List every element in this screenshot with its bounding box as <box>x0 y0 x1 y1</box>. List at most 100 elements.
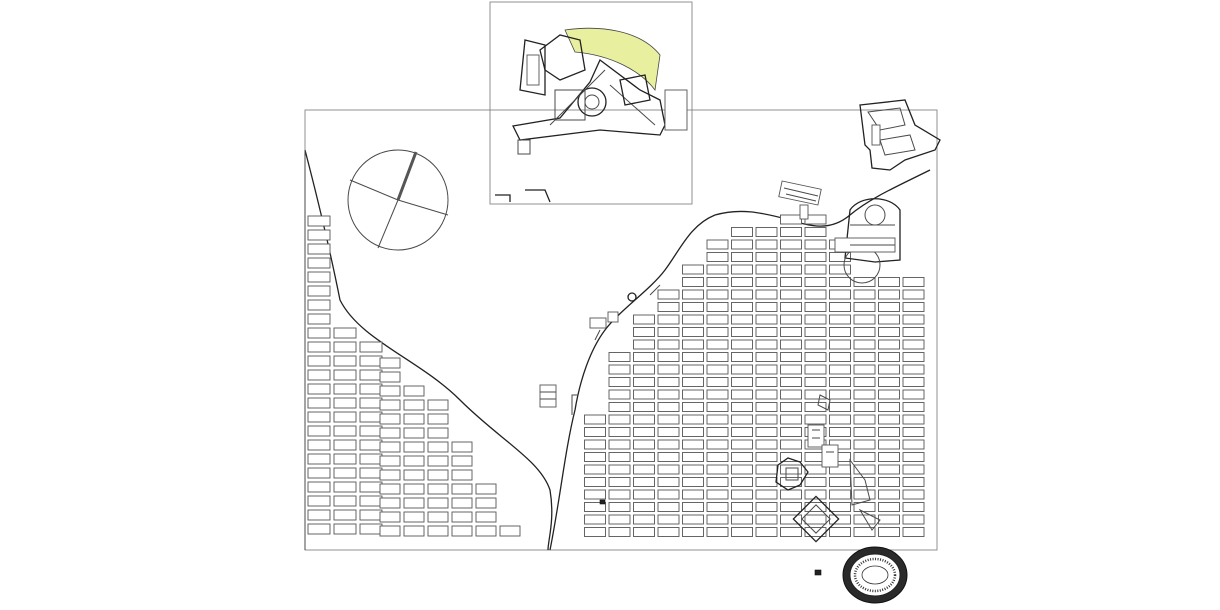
city-block <box>878 314 900 325</box>
city-block <box>403 441 425 453</box>
city-block <box>657 489 680 500</box>
city-block <box>608 414 631 425</box>
city-block <box>731 389 753 400</box>
city-block <box>682 314 704 325</box>
city-block <box>829 364 851 375</box>
city-block <box>804 489 827 500</box>
city-block <box>706 527 729 537</box>
city-block <box>633 489 655 500</box>
harbour-buildings <box>539 292 637 408</box>
city-block <box>731 264 753 275</box>
city-block <box>584 514 606 525</box>
city-block <box>307 369 331 381</box>
city-block <box>608 352 631 362</box>
city-block <box>755 277 778 287</box>
city-block <box>755 477 778 487</box>
city-block <box>780 414 802 425</box>
city-block <box>902 327 925 337</box>
city-block <box>657 364 680 375</box>
city-block <box>584 439 606 450</box>
city-block <box>902 502 925 512</box>
city-block <box>657 464 680 475</box>
city-block <box>706 514 729 525</box>
city-block <box>706 464 729 475</box>
city-block <box>804 402 827 412</box>
city-block <box>427 427 449 439</box>
city-block <box>804 227 827 237</box>
city-block <box>379 511 401 523</box>
city-block <box>780 452 802 462</box>
city-block <box>451 511 473 523</box>
city-block <box>878 414 900 425</box>
city-block <box>608 514 631 525</box>
city-block <box>307 285 331 297</box>
city-block <box>853 452 876 462</box>
city-block <box>333 411 357 423</box>
city-block <box>706 289 729 300</box>
city-block <box>706 452 729 462</box>
city-block <box>633 389 655 400</box>
city-block <box>403 427 425 439</box>
city-block <box>731 527 753 537</box>
city-block <box>706 502 729 512</box>
city-block <box>359 453 383 465</box>
city-block <box>878 464 900 475</box>
city-block <box>333 425 357 437</box>
city-block <box>878 452 900 462</box>
city-block <box>307 327 331 339</box>
city-block <box>584 414 606 425</box>
city-block <box>902 314 925 325</box>
city-block <box>403 413 425 425</box>
city-block <box>804 464 827 475</box>
city-block <box>307 229 331 241</box>
city-block <box>682 364 704 375</box>
city-block <box>780 264 802 275</box>
city-block <box>359 495 383 507</box>
city-block <box>878 389 900 400</box>
city-block <box>780 252 802 262</box>
city-block <box>804 477 827 487</box>
city-block <box>878 352 900 362</box>
city-block <box>359 509 383 521</box>
city-block <box>755 502 778 512</box>
city-block <box>853 502 876 512</box>
city-block <box>731 414 753 425</box>
city-block <box>403 385 425 397</box>
city-block <box>706 239 729 250</box>
city-block <box>804 252 827 262</box>
city-block <box>499 525 521 537</box>
city-block <box>755 314 778 325</box>
city-block <box>307 453 331 465</box>
city-block <box>902 414 925 425</box>
city-block <box>902 439 925 450</box>
city-block <box>731 477 753 487</box>
city-block <box>682 427 704 437</box>
small-markers <box>599 499 822 576</box>
city-block <box>780 277 802 287</box>
city-block <box>731 489 753 500</box>
city-block <box>379 483 401 495</box>
city-block <box>706 277 729 287</box>
city-block <box>755 414 778 425</box>
city-block <box>804 377 827 387</box>
city-block <box>731 439 753 450</box>
city-block <box>706 477 729 487</box>
city-block <box>731 239 753 250</box>
city-block <box>333 467 357 479</box>
city-block <box>359 355 383 367</box>
city-block <box>451 441 473 453</box>
city-block <box>780 214 802 225</box>
city-block <box>682 439 704 450</box>
city-block <box>829 502 851 512</box>
city-block <box>427 525 449 537</box>
city-block <box>780 289 802 300</box>
city-block <box>878 402 900 412</box>
city-block <box>584 477 606 487</box>
city-block <box>403 525 425 537</box>
city-block <box>902 427 925 437</box>
city-block <box>403 511 425 523</box>
city-block <box>359 341 383 353</box>
city-block <box>780 489 802 500</box>
city-block <box>706 339 729 350</box>
